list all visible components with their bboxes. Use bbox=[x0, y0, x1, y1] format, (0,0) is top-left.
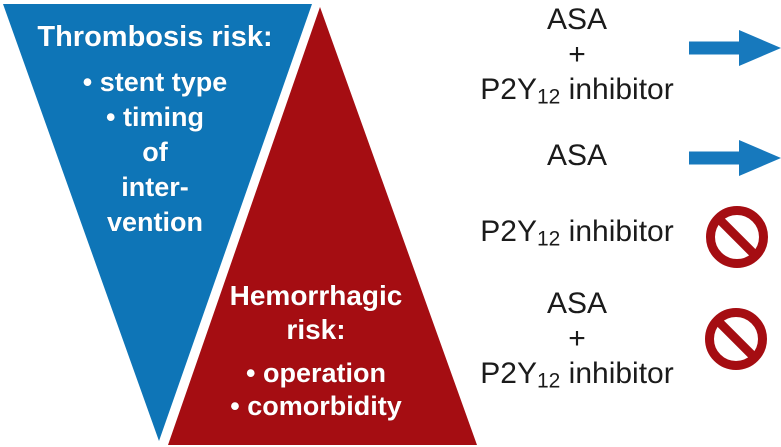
hemorrhagic-bullet-comorbidity: • comorbidity bbox=[230, 391, 402, 421]
thrombosis-risk-title: Thrombosis risk: bbox=[37, 21, 273, 53]
hemorrhagic-risk-label-block: Hemorrhagic risk: • operation • comorbid… bbox=[196, 279, 436, 423]
drug-name-asa: ASA bbox=[546, 3, 608, 36]
hemorrhagic-risk-title: Hemorrhagic risk: bbox=[196, 279, 436, 347]
therapy-row-asa-continue: ASA bbox=[477, 138, 677, 173]
thrombosis-risk-bullets: • stent type • timing of inter- vention bbox=[30, 65, 280, 240]
hemorrhagic-title-line1: Hemorrhagic bbox=[229, 280, 403, 311]
therapy-row-p2y12-stop: P2Y12 inhibitor bbox=[477, 214, 677, 251]
p2y12-subscript: 12 bbox=[536, 369, 561, 393]
p2y12-subscript: 12 bbox=[536, 85, 561, 109]
thrombosis-risk-label-block: Thrombosis risk: • stent type • timing o… bbox=[30, 20, 280, 240]
prohibition-icon bbox=[705, 308, 767, 370]
drug-name-p2y12-inhibitor: P2Y12 inhibitor bbox=[480, 215, 674, 251]
drug-name-p2y12-inhibitor: P2Y12 inhibitor bbox=[480, 73, 674, 109]
hemorrhagic-title-line2: risk: bbox=[286, 314, 346, 345]
plus-sign: + bbox=[568, 322, 586, 355]
drug-name-asa: ASA bbox=[546, 139, 608, 172]
hemorrhagic-bullet-operation: • operation bbox=[246, 358, 386, 388]
p2y12-subscript: 12 bbox=[536, 227, 561, 251]
drug-name-asa: ASA bbox=[546, 287, 608, 320]
thrombosis-bullet-stent-type: • stent type bbox=[82, 67, 228, 97]
thrombosis-bullet-timing-line3: inter- bbox=[121, 172, 189, 202]
thrombosis-triangle-shape bbox=[3, 4, 312, 441]
therapy-row-asa-plus-p2y12-continue: ASA + P2Y12 inhibitor bbox=[477, 2, 677, 109]
right-arrow-icon bbox=[689, 140, 781, 176]
thrombosis-bullet-timing-line4: vention bbox=[106, 207, 203, 237]
prohibition-icon bbox=[706, 206, 768, 268]
therapy-row-asa-plus-p2y12-stop: ASA + P2Y12 inhibitor bbox=[477, 286, 677, 393]
plus-sign: + bbox=[568, 38, 586, 71]
hemorrhagic-triangle-shape bbox=[168, 7, 477, 445]
thrombosis-bullet-timing-line2: of bbox=[142, 137, 168, 167]
drug-name-p2y12-inhibitor: P2Y12 inhibitor bbox=[480, 357, 674, 393]
right-arrow-icon bbox=[689, 30, 781, 66]
hemorrhagic-risk-bullets: • operation • comorbidity bbox=[196, 357, 436, 423]
thrombosis-bullet-timing: • timing bbox=[106, 102, 204, 132]
